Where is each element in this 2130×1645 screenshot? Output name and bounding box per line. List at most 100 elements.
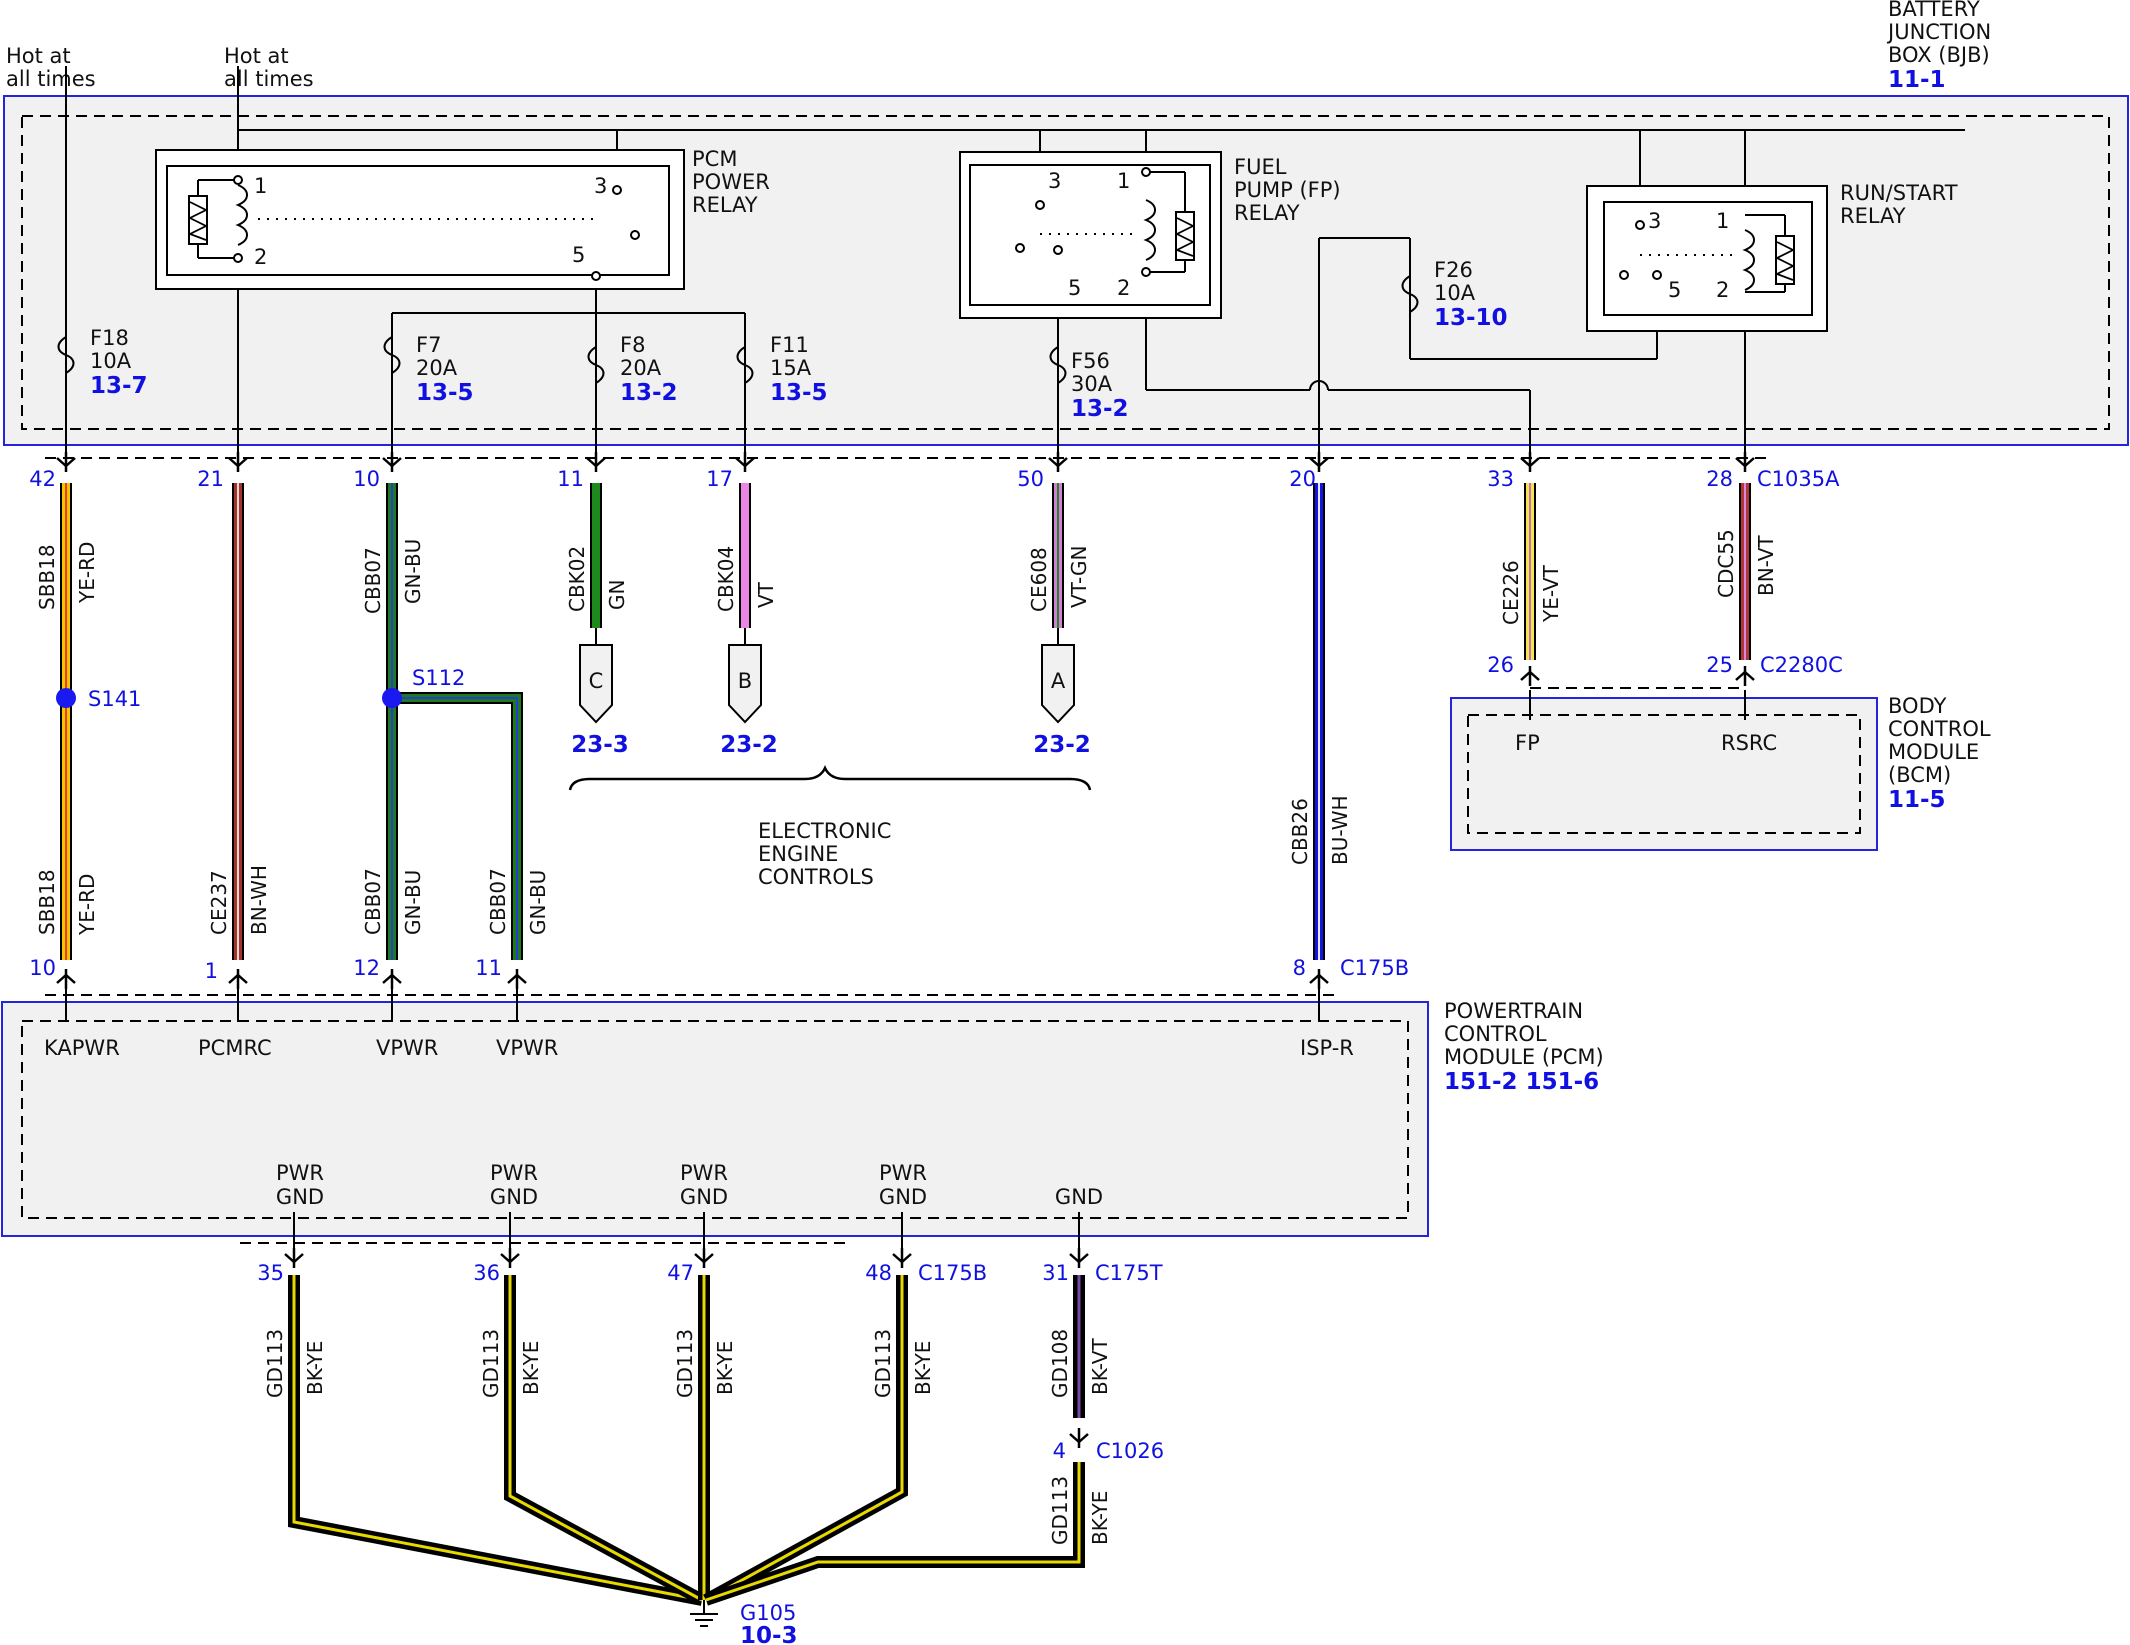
eec-pentagon-a[interactable] [1041,644,1075,724]
fuse-f8-ref[interactable]: 13-2 [620,380,678,406]
rs-relay-label-2: RELAY [1840,204,1906,228]
bjb-pin-10: 10 [353,467,380,491]
gnd-pin-35: 35 [257,1261,284,1285]
gnd-pin-48: 48 [865,1261,892,1285]
fuse-f56-ref[interactable]: 13-2 [1071,396,1129,422]
fuel-pump-relay [959,151,1222,319]
wire-label-sbb18-bot: SBB18 [35,869,59,935]
bjb-label-3: BOX (BJB) [1888,43,1990,67]
eec-ref-c[interactable]: 23-3 [571,732,629,758]
eec-ref-a[interactable]: 23-2 [1033,732,1091,758]
bcm-label-2: CONTROL [1888,717,1991,741]
splice-s141[interactable] [56,688,76,708]
gnd-pin-36: 36 [473,1261,500,1285]
wire-label-bnvt: BN-VT [1754,535,1778,596]
wire-label-cbb07-b: CBB07 [486,868,510,935]
eec-letter-b: B [738,669,752,693]
splice-s141-label: S141 [88,687,141,711]
fuse-f7-ref[interactable]: 13-5 [416,380,474,406]
eec-brace [568,764,1092,791]
eec-pentagon-b[interactable] [728,644,762,724]
bcm-box [1450,687,1878,851]
fuse-f11-ref[interactable]: 13-5 [770,380,828,406]
connector-c1035a: C1035A [1757,467,1840,491]
pcm-relay-pin2: 2 [254,245,267,269]
fuse-f18-name: F18 [90,326,129,350]
hot-label-2a: Hot at [224,44,289,68]
wire-label-ce237: CE237 [207,870,231,935]
pcm-pin-label-ispr: ISP-R [1300,1036,1354,1060]
pcm-gnd-4: GND [879,1185,927,1209]
ground-wires[interactable] [288,1275,1085,1606]
gnd-wire-circuit-36: GD113 [479,1329,503,1398]
wire-label-bnwh: BN-WH [247,865,271,935]
pcm-label-1: POWERTRAIN [1444,999,1583,1023]
bjb-pin-33: 33 [1487,467,1514,491]
fp-relay-label-2: PUMP (FP) [1234,178,1341,202]
pcm-pwr-2: PWR [490,1161,538,1185]
fuse-f26-ref[interactable]: 13-10 [1434,305,1508,331]
pcm-pwr-3: PWR [680,1161,728,1185]
fp-relay-pin1: 1 [1117,169,1130,193]
fuse-f11-amp: 15A [770,356,812,380]
bjb-pin-28: 28 [1706,467,1733,491]
gnd-wire-circuit-48: GD113 [871,1329,895,1398]
bcm-pin-25: 25 [1706,653,1733,677]
bcm-pin-rsrc: RSRC [1721,731,1777,755]
pcm-relay-label-3: RELAY [692,193,758,217]
pcm-gnd-3: GND [680,1185,728,1209]
pcm-pin-label-vpwr-b: VPWR [496,1036,558,1060]
wire-label-vtgn: VT-GN [1067,546,1091,608]
pcm-relay-pin5: 5 [572,243,585,267]
bjb-pin-11: 11 [557,467,584,491]
gnd-pin-4: 4 [1053,1439,1066,1463]
wire-label-cbb26: CBB26 [1288,798,1312,865]
bjb-label-2: JUNCTION [1886,20,1991,44]
bcm-label-1: BODY [1888,694,1947,718]
bjb-ref[interactable]: 11-1 [1888,67,1946,93]
pcm-gnd-5: GND [1055,1185,1103,1209]
pcm-pwr-4: PWR [879,1161,927,1185]
eec-label-3: CONTROLS [758,865,874,889]
pcm-gnd-1: GND [276,1185,324,1209]
fuse-f18-ref[interactable]: 13-7 [90,373,148,399]
eec-ref-b[interactable]: 23-2 [720,732,778,758]
bcm-ref[interactable]: 11-5 [1888,787,1946,813]
gnd-wire-color-4: BK-YE [1088,1491,1112,1545]
gnd-wire-color-31: BK-VT [1088,1338,1112,1395]
pcm-power-relay [155,149,685,290]
eec-label-2: ENGINE [758,842,838,866]
wire-cbb07[interactable] [386,483,523,960]
pcm-pin-10: 10 [29,956,56,980]
rs-relay-pin2: 2 [1716,278,1729,302]
bjb-label-1: BATTERY [1888,0,1980,21]
gnd-wire-color-47: BK-YE [713,1341,737,1395]
pcm-relay-label-1: PCM [692,147,737,171]
wire-label-vt: VT [754,581,778,608]
wire-label-gnbu-b: GN-BU [526,870,550,935]
pcm-pin-8: 8 [1293,956,1306,980]
pcm-pin-1: 1 [205,959,218,983]
wire-label-buwh: BU-WH [1328,795,1352,865]
wire-label-ce608: CE608 [1027,547,1051,612]
ground-symbol-g105[interactable] [690,1600,718,1627]
g105-ref[interactable]: 10-3 [740,1623,798,1645]
fp-relay-pin2: 2 [1117,276,1130,300]
splice-s112[interactable] [382,688,402,708]
fuse-f8-amp: 20A [620,356,662,380]
splice-s112-label: S112 [412,666,465,690]
fuse-f26-name: F26 [1434,258,1473,282]
fuse-f56-name: F56 [1071,349,1110,373]
eec-pentagon-c[interactable] [579,644,613,724]
pcm-pin-label-vpwr-a: VPWR [376,1036,438,1060]
wire-label-sbb18-top: SBB18 [35,544,59,610]
wire-label-gn: GN [605,580,629,610]
rs-relay-pin1: 1 [1716,209,1729,233]
pcm-ref[interactable]: 151-2 151-6 [1444,1069,1599,1095]
bjb-pin-50: 50 [1017,467,1044,491]
pcm-pin-label-kapwr: KAPWR [44,1036,120,1060]
fuse-f26-amp: 10A [1434,281,1476,305]
pcm-wire-labels: SBB18 YE-RD CE237 BN-WH CBB07 GN-BU CBB0… [35,865,550,936]
gnd-wire-color-48: BK-YE [911,1341,935,1395]
pcm-relay-label-2: POWER [692,170,770,194]
